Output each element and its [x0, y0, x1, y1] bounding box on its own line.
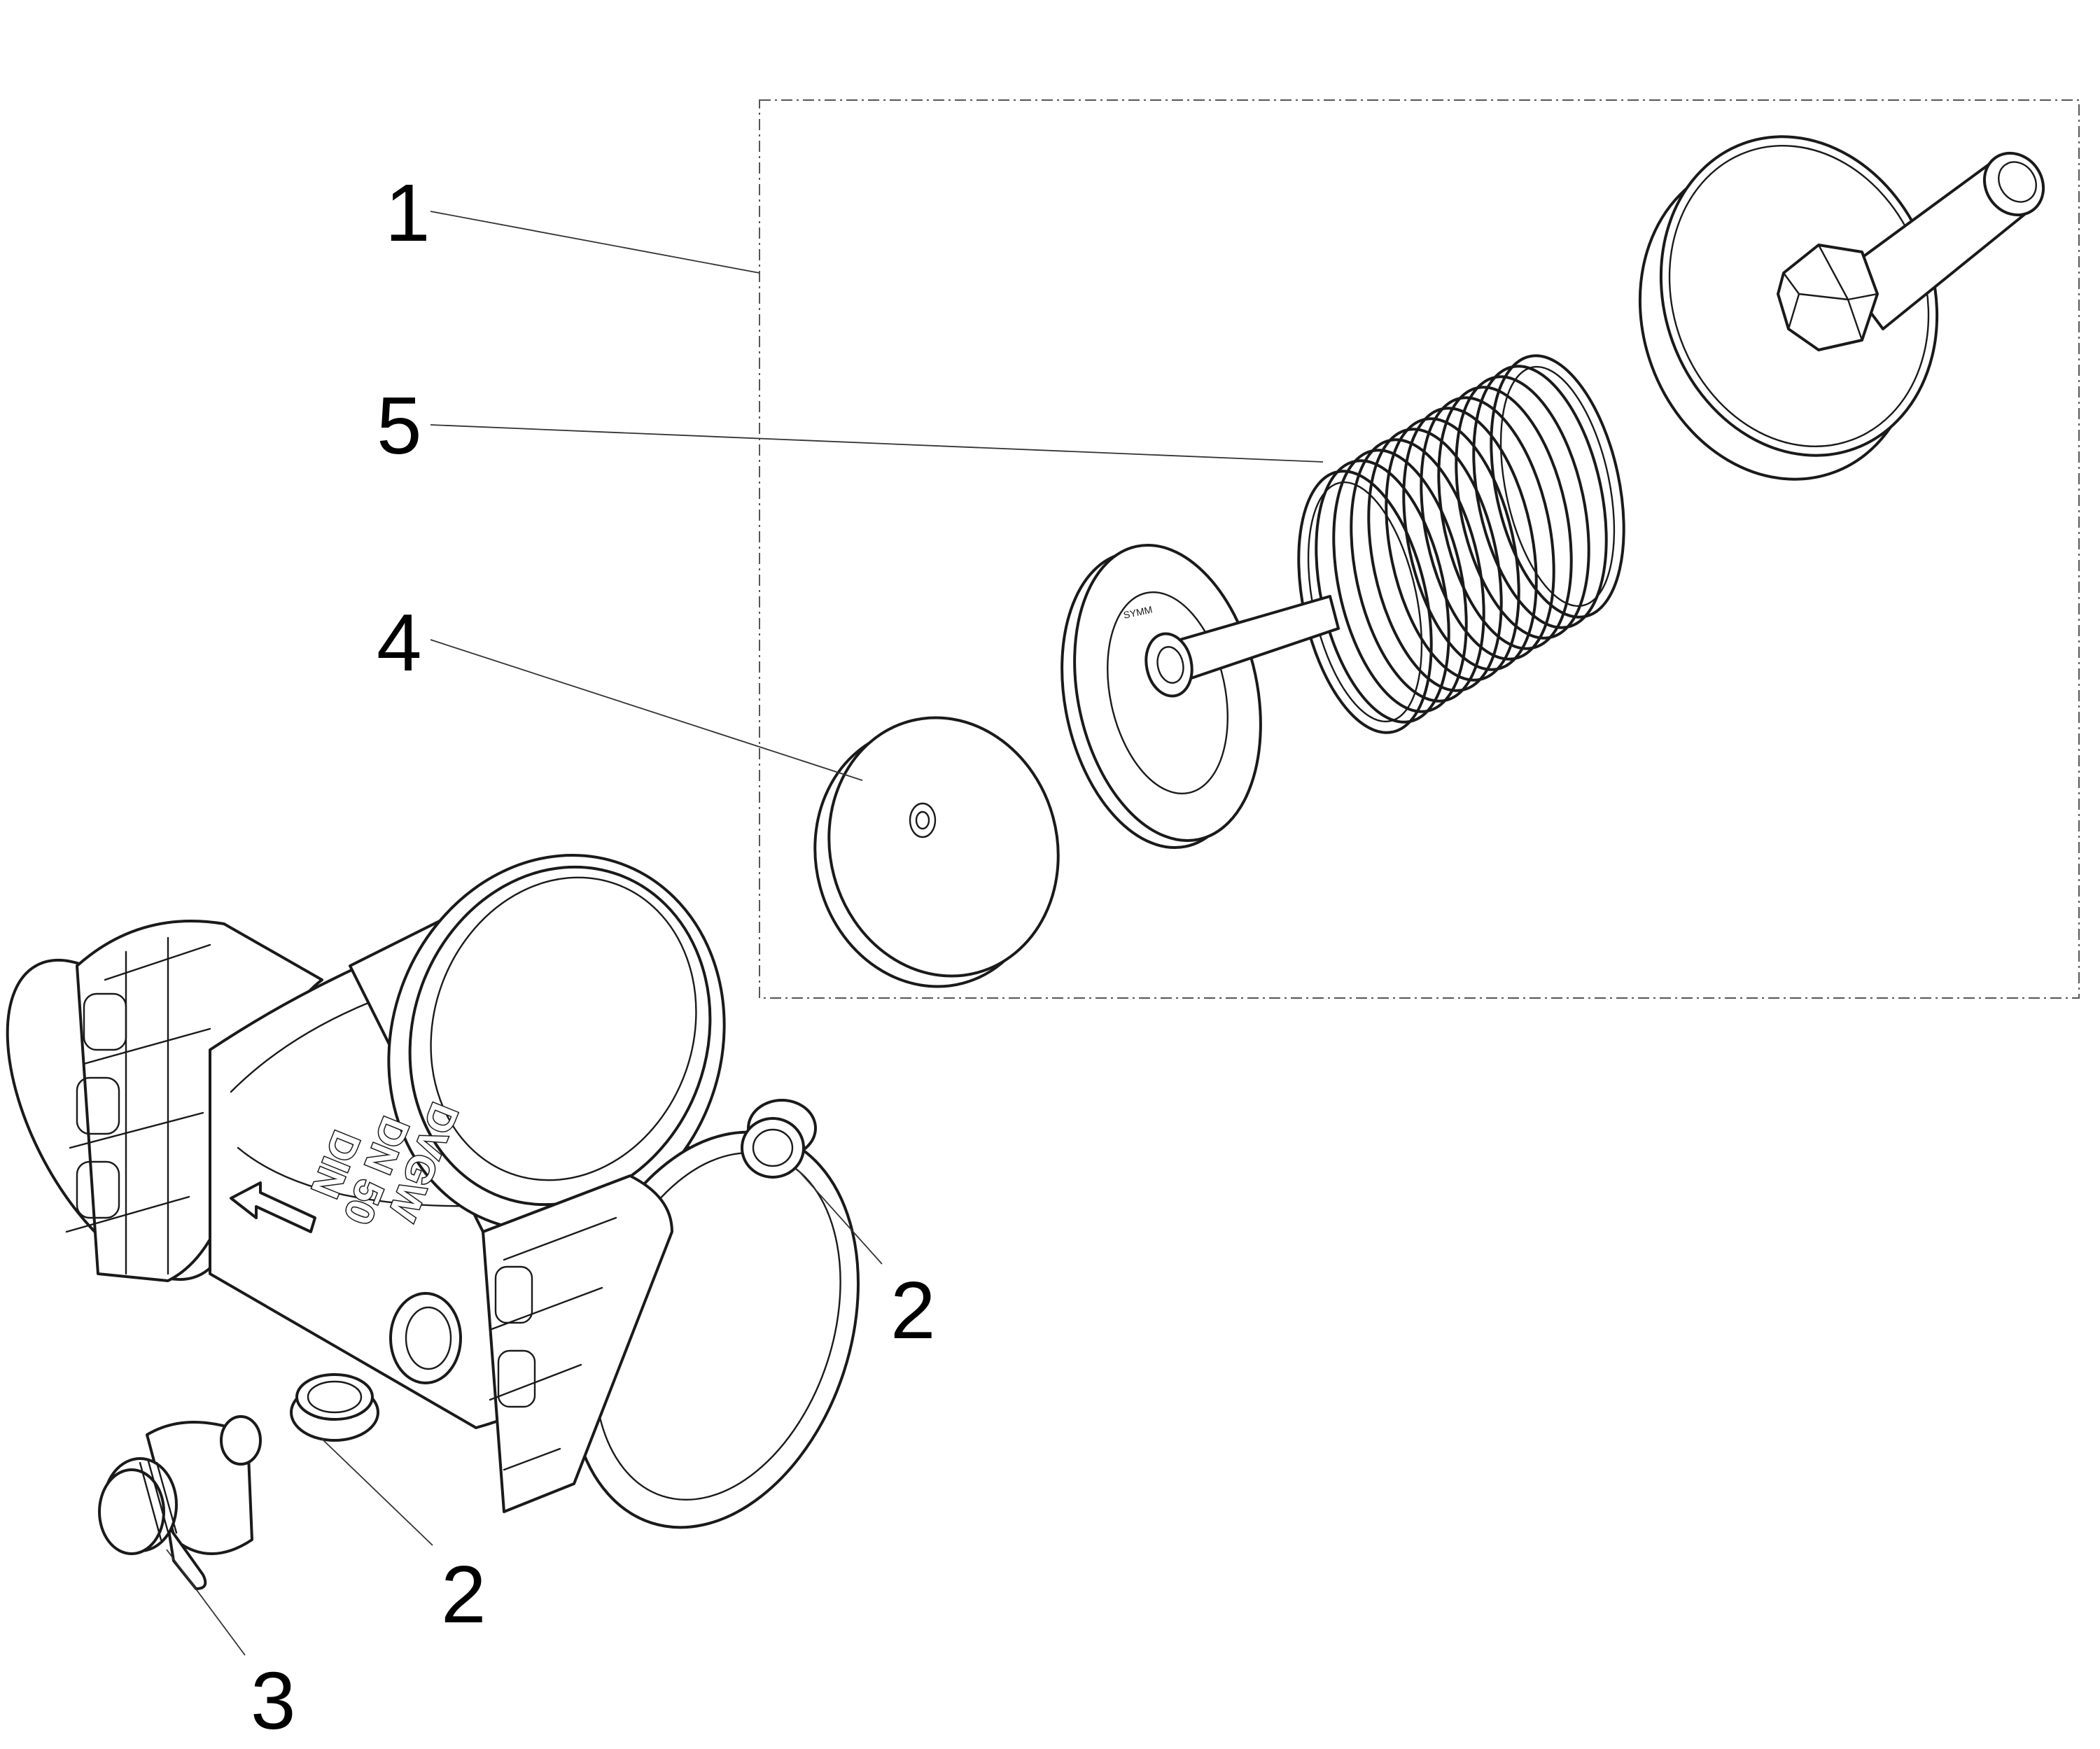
callout-2-left: 2 — [441, 1549, 486, 1640]
part-air-vent — [98, 1415, 262, 1590]
part-diaphragm-with-stem: SYMM — [1060, 543, 1340, 850]
callout-1: 1 — [385, 167, 430, 258]
leader-2b — [321, 1438, 433, 1546]
leader-2a — [797, 1169, 883, 1265]
leader-1 — [430, 211, 760, 274]
callout-4: 4 — [377, 597, 422, 688]
part-valve-body: DVGW DN 50 DIN — [6, 854, 860, 1529]
part-spring — [1297, 354, 1625, 734]
assembly-1-boundary — [759, 99, 2080, 999]
leader-3 — [166, 1549, 246, 1656]
part-cap-with-rod — [1638, 135, 2045, 481]
leader-4 — [430, 639, 863, 781]
part-plug-right — [741, 1099, 817, 1179]
part-flat-disc — [813, 716, 1060, 988]
callout-5: 5 — [377, 380, 422, 471]
callout-3: 3 — [251, 1655, 296, 1746]
part-plug-left — [290, 1373, 379, 1442]
leader-5 — [430, 424, 1324, 463]
callout-2-right: 2 — [890, 1265, 936, 1356]
